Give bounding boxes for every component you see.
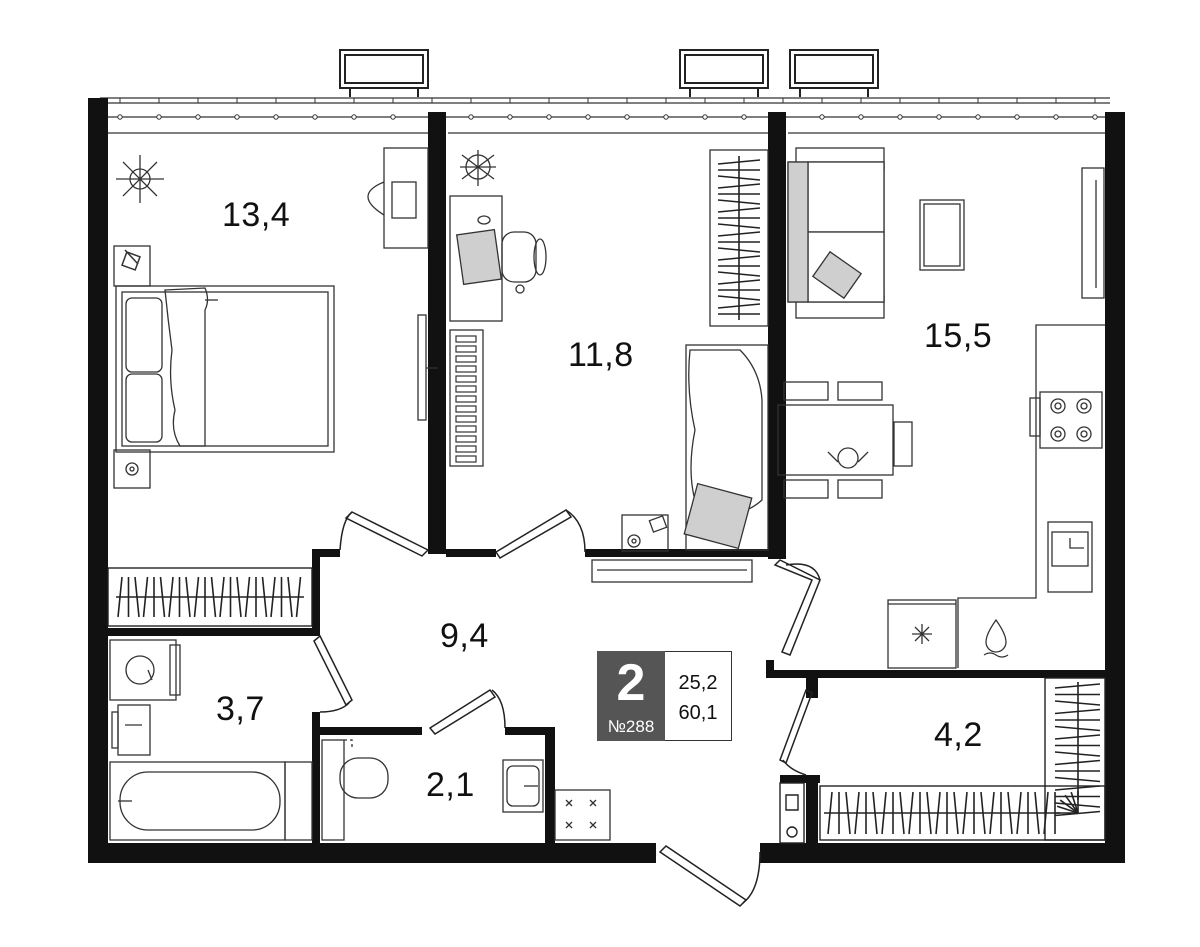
hanger <box>261 576 268 618</box>
room-area-wardrobe: 4,2 <box>934 716 983 754</box>
hanger <box>287 576 293 618</box>
shelf-item <box>455 345 477 353</box>
window-dot <box>351 114 357 120</box>
bathroom-fixtures <box>109 639 313 841</box>
window-dot <box>897 114 903 120</box>
doors <box>313 509 821 907</box>
shelf-item <box>455 415 477 423</box>
bookshelf <box>455 335 477 463</box>
window-dot <box>1053 114 1059 120</box>
room-area-kids-room: 11,8 <box>568 336 634 374</box>
shelf-item <box>455 425 477 433</box>
window-dot <box>234 114 240 120</box>
room-area-hall: 9,4 <box>440 617 489 655</box>
window-dot <box>390 114 396 120</box>
hanger <box>134 576 140 618</box>
hanger <box>244 576 251 618</box>
window-dot <box>273 114 279 120</box>
area-summary: 25,2 60,1 <box>665 651 732 741</box>
window-dot <box>741 114 747 120</box>
window-dot <box>858 114 864 120</box>
shelf-item <box>455 405 477 413</box>
corner-hanger <box>1064 794 1079 814</box>
hanger <box>270 576 276 618</box>
window-strip <box>100 97 1110 134</box>
room-area-kitchen-living: 15,5 <box>924 317 993 355</box>
window-dot <box>702 114 708 120</box>
shelf-item <box>455 385 477 393</box>
shelf-item <box>455 455 477 463</box>
room-area-bathroom: 3,7 <box>216 690 265 728</box>
rooms-count: 2 <box>616 654 646 712</box>
hanger <box>236 576 242 618</box>
window-dot <box>195 114 201 120</box>
hanger <box>210 576 217 618</box>
hanger <box>117 576 123 618</box>
wc-fixtures <box>321 739 611 841</box>
window-dot <box>546 114 552 120</box>
corner-hanger <box>1059 799 1079 814</box>
kids-room-furniture <box>449 149 769 583</box>
window-dot <box>1014 114 1020 120</box>
shelf-item <box>455 335 477 343</box>
total-area: 60,1 <box>678 702 718 724</box>
window-dots <box>117 98 1098 120</box>
shelf-item <box>455 365 477 373</box>
window-dot <box>312 114 318 120</box>
hanger <box>295 576 302 618</box>
window-dot <box>585 114 591 120</box>
corner-hanger <box>1070 791 1079 814</box>
kids-wardrobe-hangers <box>717 156 761 320</box>
shelf-item <box>455 435 477 443</box>
balcony-frames <box>339 49 879 97</box>
window-dot <box>819 114 825 120</box>
hanger <box>159 576 166 618</box>
window-dot <box>507 114 513 120</box>
hanger <box>185 576 191 618</box>
shelf-item <box>455 355 477 363</box>
rooms-count-box <box>597 651 665 741</box>
shelf-item <box>455 395 477 403</box>
window-dot <box>663 114 669 120</box>
room-area-wc: 2,1 <box>426 766 475 804</box>
hanger <box>219 576 225 618</box>
window-dot <box>624 114 630 120</box>
shelf-item <box>455 375 477 383</box>
apartment-badge: 2 №288 25,2 60,1 <box>597 651 732 741</box>
window-dot <box>975 114 981 120</box>
walls <box>88 98 1125 863</box>
window-dot <box>117 114 123 120</box>
room-area-bedroom: 13,4 <box>222 196 291 234</box>
hanger <box>168 576 174 618</box>
storage-hangers <box>824 682 1101 835</box>
window-dot <box>936 114 942 120</box>
hanger <box>193 576 200 618</box>
window-dot <box>468 114 474 120</box>
window-dot <box>1092 114 1098 120</box>
hanger <box>142 576 149 618</box>
bedroom-furniture <box>113 147 438 489</box>
corner-hanger <box>1056 805 1079 814</box>
kitchen-furniture <box>777 147 1105 669</box>
storage-room <box>779 677 1106 844</box>
living-area: 25,2 <box>678 672 718 694</box>
apartment-number: №288 <box>607 717 655 736</box>
window-dot <box>156 114 162 120</box>
shelf-item <box>455 445 477 453</box>
bedroom-hangers <box>117 576 302 618</box>
